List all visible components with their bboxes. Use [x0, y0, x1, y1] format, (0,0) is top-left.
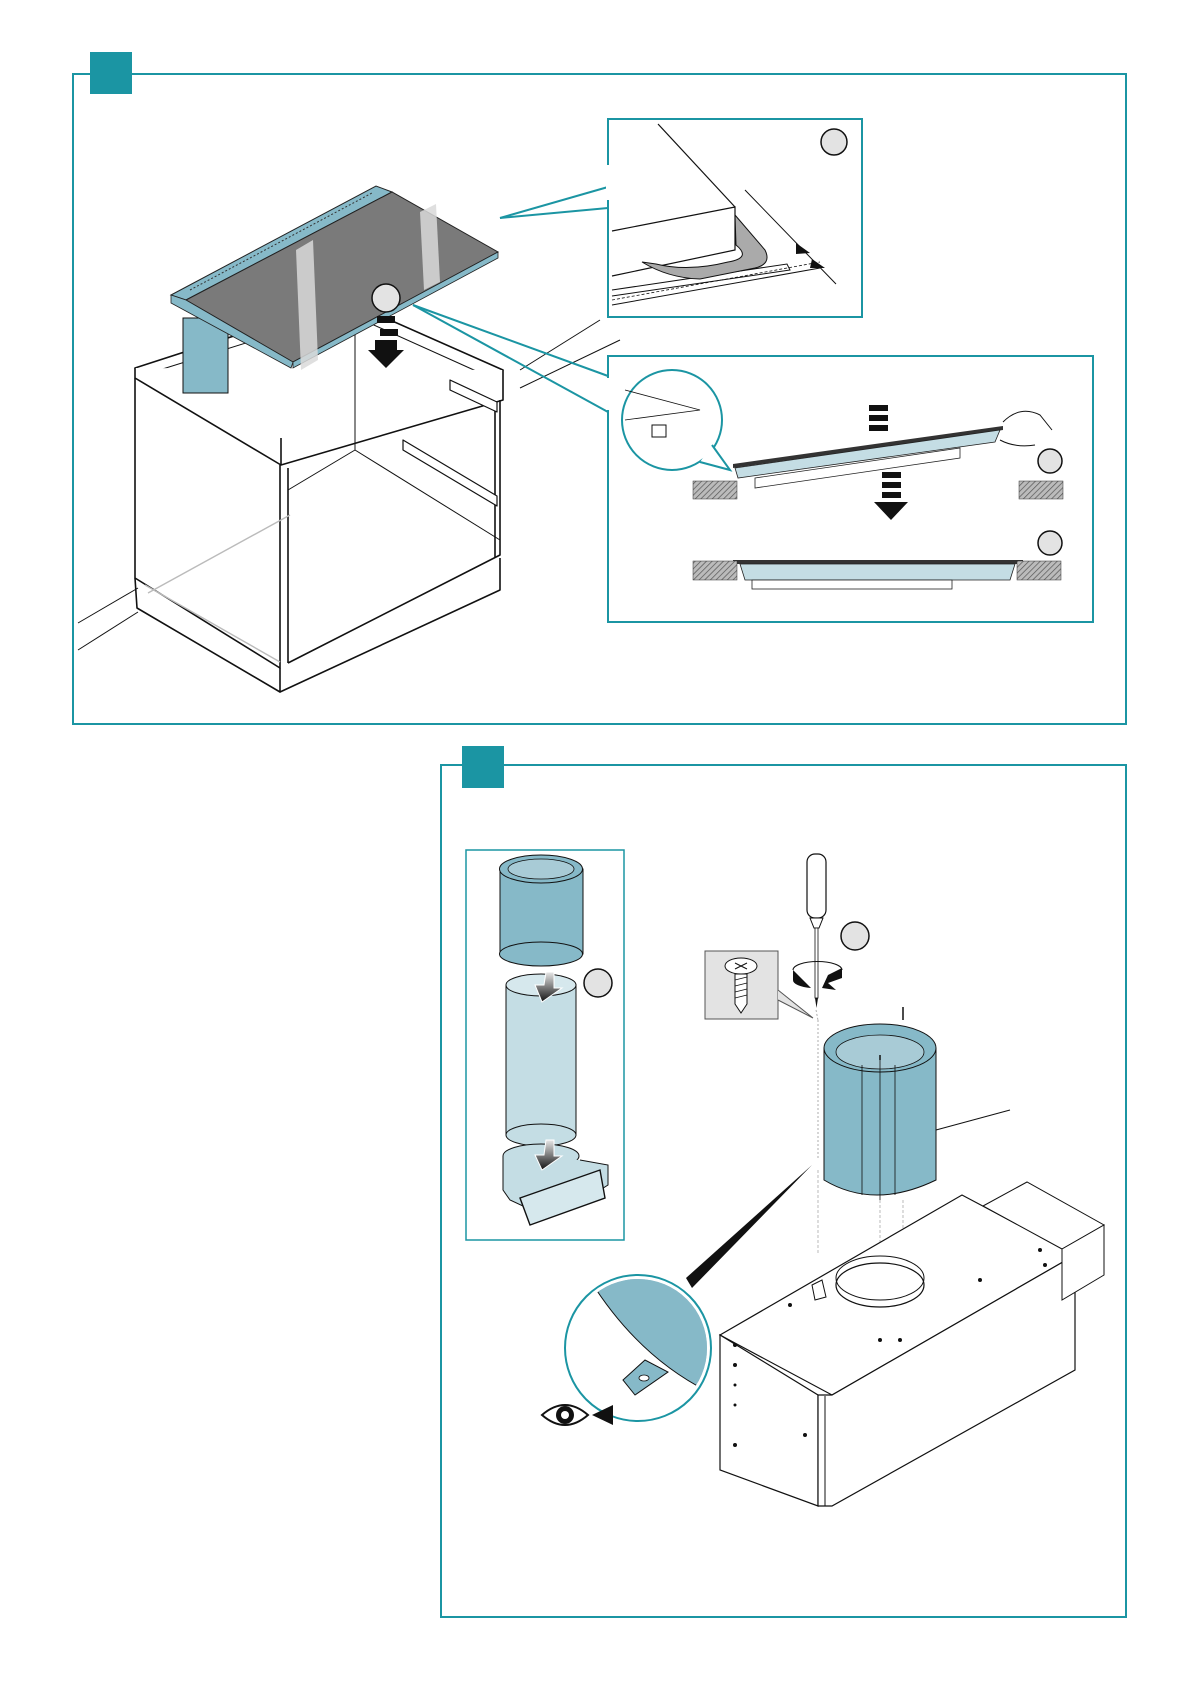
- cabinet-illustration: [78, 300, 620, 692]
- callout-marker: [584, 969, 612, 997]
- callout-marker: [1038, 531, 1062, 555]
- callout-marker: [1038, 449, 1062, 473]
- duct-assembly-inset: [466, 850, 624, 1240]
- callout-marker: [821, 129, 847, 155]
- callout-marker: [372, 284, 400, 312]
- screwdriver-illustration: [793, 854, 869, 1008]
- seal-detail-inset: [500, 119, 862, 317]
- step-b-badge: [462, 746, 504, 788]
- motor-unit: [720, 1007, 1104, 1506]
- callout-marker: [841, 922, 869, 950]
- hob-lowering-inset: [413, 305, 1093, 622]
- screw-detail-box: [705, 951, 813, 1019]
- step-a-badge: [90, 52, 132, 94]
